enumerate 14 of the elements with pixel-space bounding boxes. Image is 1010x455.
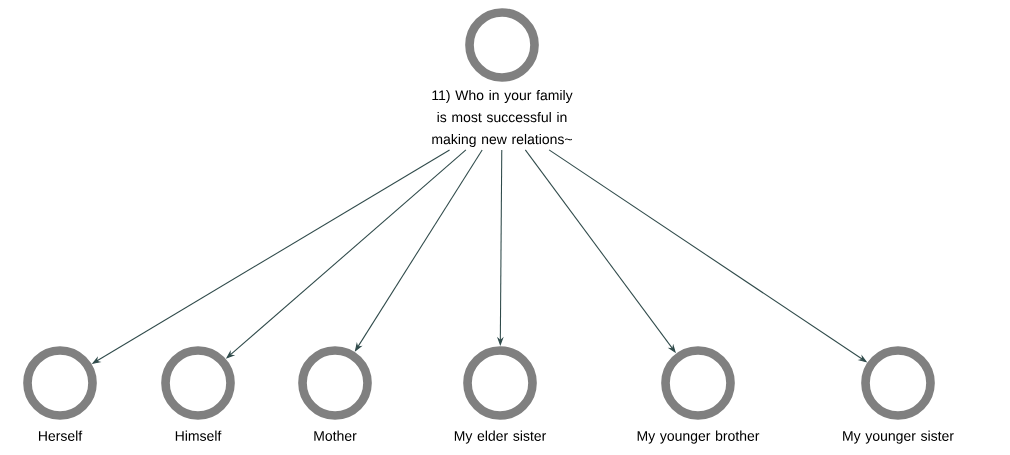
node-label: My younger sister (843, 430, 954, 444)
circle-node: My elder sister (454, 346, 547, 444)
node-label: Herself (38, 430, 83, 441)
circle-node: Herself (23, 346, 97, 441)
circle-node: My younger brother (637, 346, 760, 444)
circle-node: My younger sister (843, 346, 954, 444)
circle-node: Mother (298, 346, 372, 441)
circle-node: Himself (161, 346, 235, 441)
circle-node: 11) Who in your family is most successful in making new relations~ (432, 8, 573, 147)
node-label: My younger brother (637, 430, 760, 444)
node-label: Mother (314, 430, 357, 441)
node-label: 11) Who in your family is most successful in making new relations~ (432, 89, 573, 147)
node-label: My elder sister (454, 430, 547, 444)
node-label: Himself (175, 430, 222, 441)
